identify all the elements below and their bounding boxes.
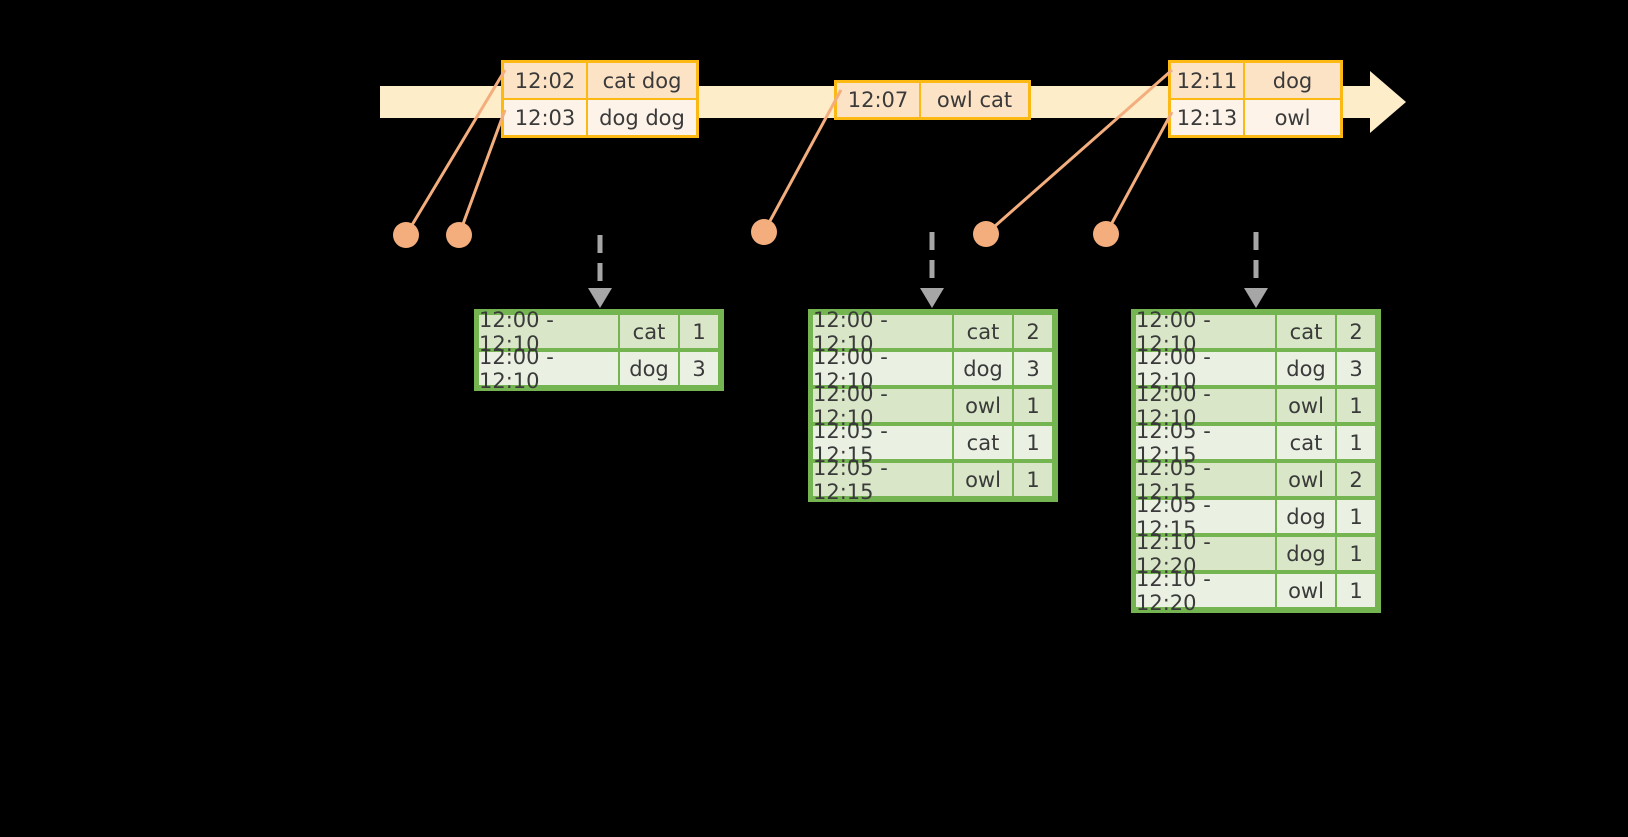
cell-count: 3 [1337, 352, 1375, 385]
event-group-1[interactable]: 12:02 cat dog 12:03 dog dog [501, 60, 699, 138]
table-row[interactable]: 12:00 - 12:10 dog 3 [478, 345, 720, 393]
cell-word: cat [954, 426, 1012, 459]
cell-word: cat [1277, 315, 1335, 348]
connector-dot-1[interactable] [393, 222, 419, 248]
connector-dot-2[interactable] [446, 222, 472, 248]
cell-word: dog [620, 352, 678, 385]
cell-count: 1 [1337, 389, 1375, 422]
cell-count: 2 [1014, 315, 1052, 348]
cell-word: dog [954, 352, 1012, 385]
cell-word: cat [620, 315, 678, 348]
cell-count: 1 [1337, 426, 1375, 459]
result-table-3[interactable]: 12:00 - 12:10 cat 2 12:00 - 12:10 dog 3 … [1131, 308, 1381, 615]
connector-dot-3[interactable] [751, 219, 777, 245]
cell-word: owl [954, 389, 1012, 422]
table-row[interactable]: 12:10 - 12:20 dog 1 [1135, 530, 1377, 578]
cell-window: 12:00 - 12:10 [813, 345, 952, 393]
cell-count: 3 [1014, 352, 1052, 385]
cell-word: owl [954, 463, 1012, 496]
cell-window: 12:00 - 12:10 [479, 345, 618, 393]
table-row[interactable]: 12:05 - 12:15 owl 1 [812, 456, 1054, 504]
cell-window: 12:00 - 12:10 [813, 308, 952, 356]
cell-window: 12:05 - 12:15 [813, 419, 952, 467]
cell-word: owl [1277, 574, 1335, 607]
event-group-2[interactable]: 12:07 owl cat [834, 80, 1031, 120]
dashed-arrow-3 [1244, 232, 1268, 308]
cell-count: 1 [1014, 463, 1052, 496]
event-time: 12:11 [1171, 63, 1245, 98]
cell-window: 12:05 - 12:15 [1136, 419, 1275, 467]
connector-dot-4[interactable] [973, 221, 999, 247]
event-group-3[interactable]: 12:11 dog 12:13 owl [1168, 60, 1343, 138]
cell-count: 1 [1337, 574, 1375, 607]
table-row[interactable]: 12:05 - 12:15 owl 2 [1135, 456, 1377, 504]
cell-word: cat [1277, 426, 1335, 459]
table-row[interactable]: 12:05 - 12:15 cat 1 [812, 419, 1054, 467]
event-row[interactable]: 12:11 dog [1171, 63, 1340, 98]
cell-word: dog [1277, 352, 1335, 385]
event-words: dog dog [588, 100, 696, 135]
result-table-1[interactable]: 12:00 - 12:10 cat 1 12:00 - 12:10 dog 3 [474, 308, 724, 393]
cell-count: 2 [1337, 463, 1375, 496]
table-row[interactable]: 12:05 - 12:15 dog 1 [1135, 493, 1377, 541]
table-row[interactable]: 12:05 - 12:15 cat 1 [1135, 419, 1377, 467]
timeline-arrowhead [1370, 71, 1406, 133]
cell-count: 1 [1014, 389, 1052, 422]
cell-window: 12:10 - 12:20 [1136, 567, 1275, 615]
connector-dot-5[interactable] [1093, 221, 1119, 247]
cell-window: 12:05 - 12:15 [813, 456, 952, 504]
cell-count: 1 [1014, 426, 1052, 459]
event-row[interactable]: 12:13 owl [1171, 98, 1340, 135]
event-time: 12:07 [837, 83, 921, 117]
event-time: 12:02 [504, 63, 588, 98]
cell-word: cat [954, 315, 1012, 348]
cell-count: 3 [680, 352, 718, 385]
cell-window: 12:00 - 12:10 [1136, 308, 1275, 356]
cell-count: 1 [1337, 500, 1375, 533]
cell-window: 12:05 - 12:15 [1136, 456, 1275, 504]
event-row[interactable]: 12:03 dog dog [504, 98, 696, 135]
event-words: dog [1245, 63, 1340, 98]
event-words: cat dog [588, 63, 696, 98]
cell-word: dog [1277, 537, 1335, 570]
cell-count: 1 [1337, 537, 1375, 570]
cell-window: 12:00 - 12:10 [1136, 382, 1275, 430]
cell-window: 12:00 - 12:10 [813, 382, 952, 430]
connector-line-5 [1104, 111, 1174, 235]
event-time: 12:13 [1171, 100, 1245, 135]
event-words: owl [1245, 100, 1340, 135]
cell-count: 2 [1337, 315, 1375, 348]
table-row[interactable]: 12:00 - 12:10 owl 1 [812, 382, 1054, 430]
table-row[interactable]: 12:00 - 12:10 owl 1 [1135, 382, 1377, 430]
event-words: owl cat [921, 83, 1028, 117]
cell-window: 12:10 - 12:20 [1136, 530, 1275, 578]
cell-word: owl [1277, 389, 1335, 422]
cell-window: 12:05 - 12:15 [1136, 493, 1275, 541]
event-row[interactable]: 12:07 owl cat [837, 83, 1028, 117]
cell-count: 1 [680, 315, 718, 348]
dashed-arrow-2 [920, 232, 944, 308]
table-row[interactable]: 12:10 - 12:20 owl 1 [1135, 567, 1377, 615]
cell-word: owl [1277, 463, 1335, 496]
dashed-arrow-1 [588, 235, 612, 308]
event-row[interactable]: 12:02 cat dog [504, 63, 696, 98]
event-time: 12:03 [504, 100, 588, 135]
result-table-2[interactable]: 12:00 - 12:10 cat 2 12:00 - 12:10 dog 3 … [808, 308, 1058, 504]
cell-window: 12:00 - 12:10 [1136, 345, 1275, 393]
table-row[interactable]: 12:00 - 12:10 cat 2 [812, 308, 1054, 356]
cell-window: 12:00 - 12:10 [479, 308, 618, 356]
connector-line-2 [457, 109, 507, 236]
cell-word: dog [1277, 500, 1335, 533]
